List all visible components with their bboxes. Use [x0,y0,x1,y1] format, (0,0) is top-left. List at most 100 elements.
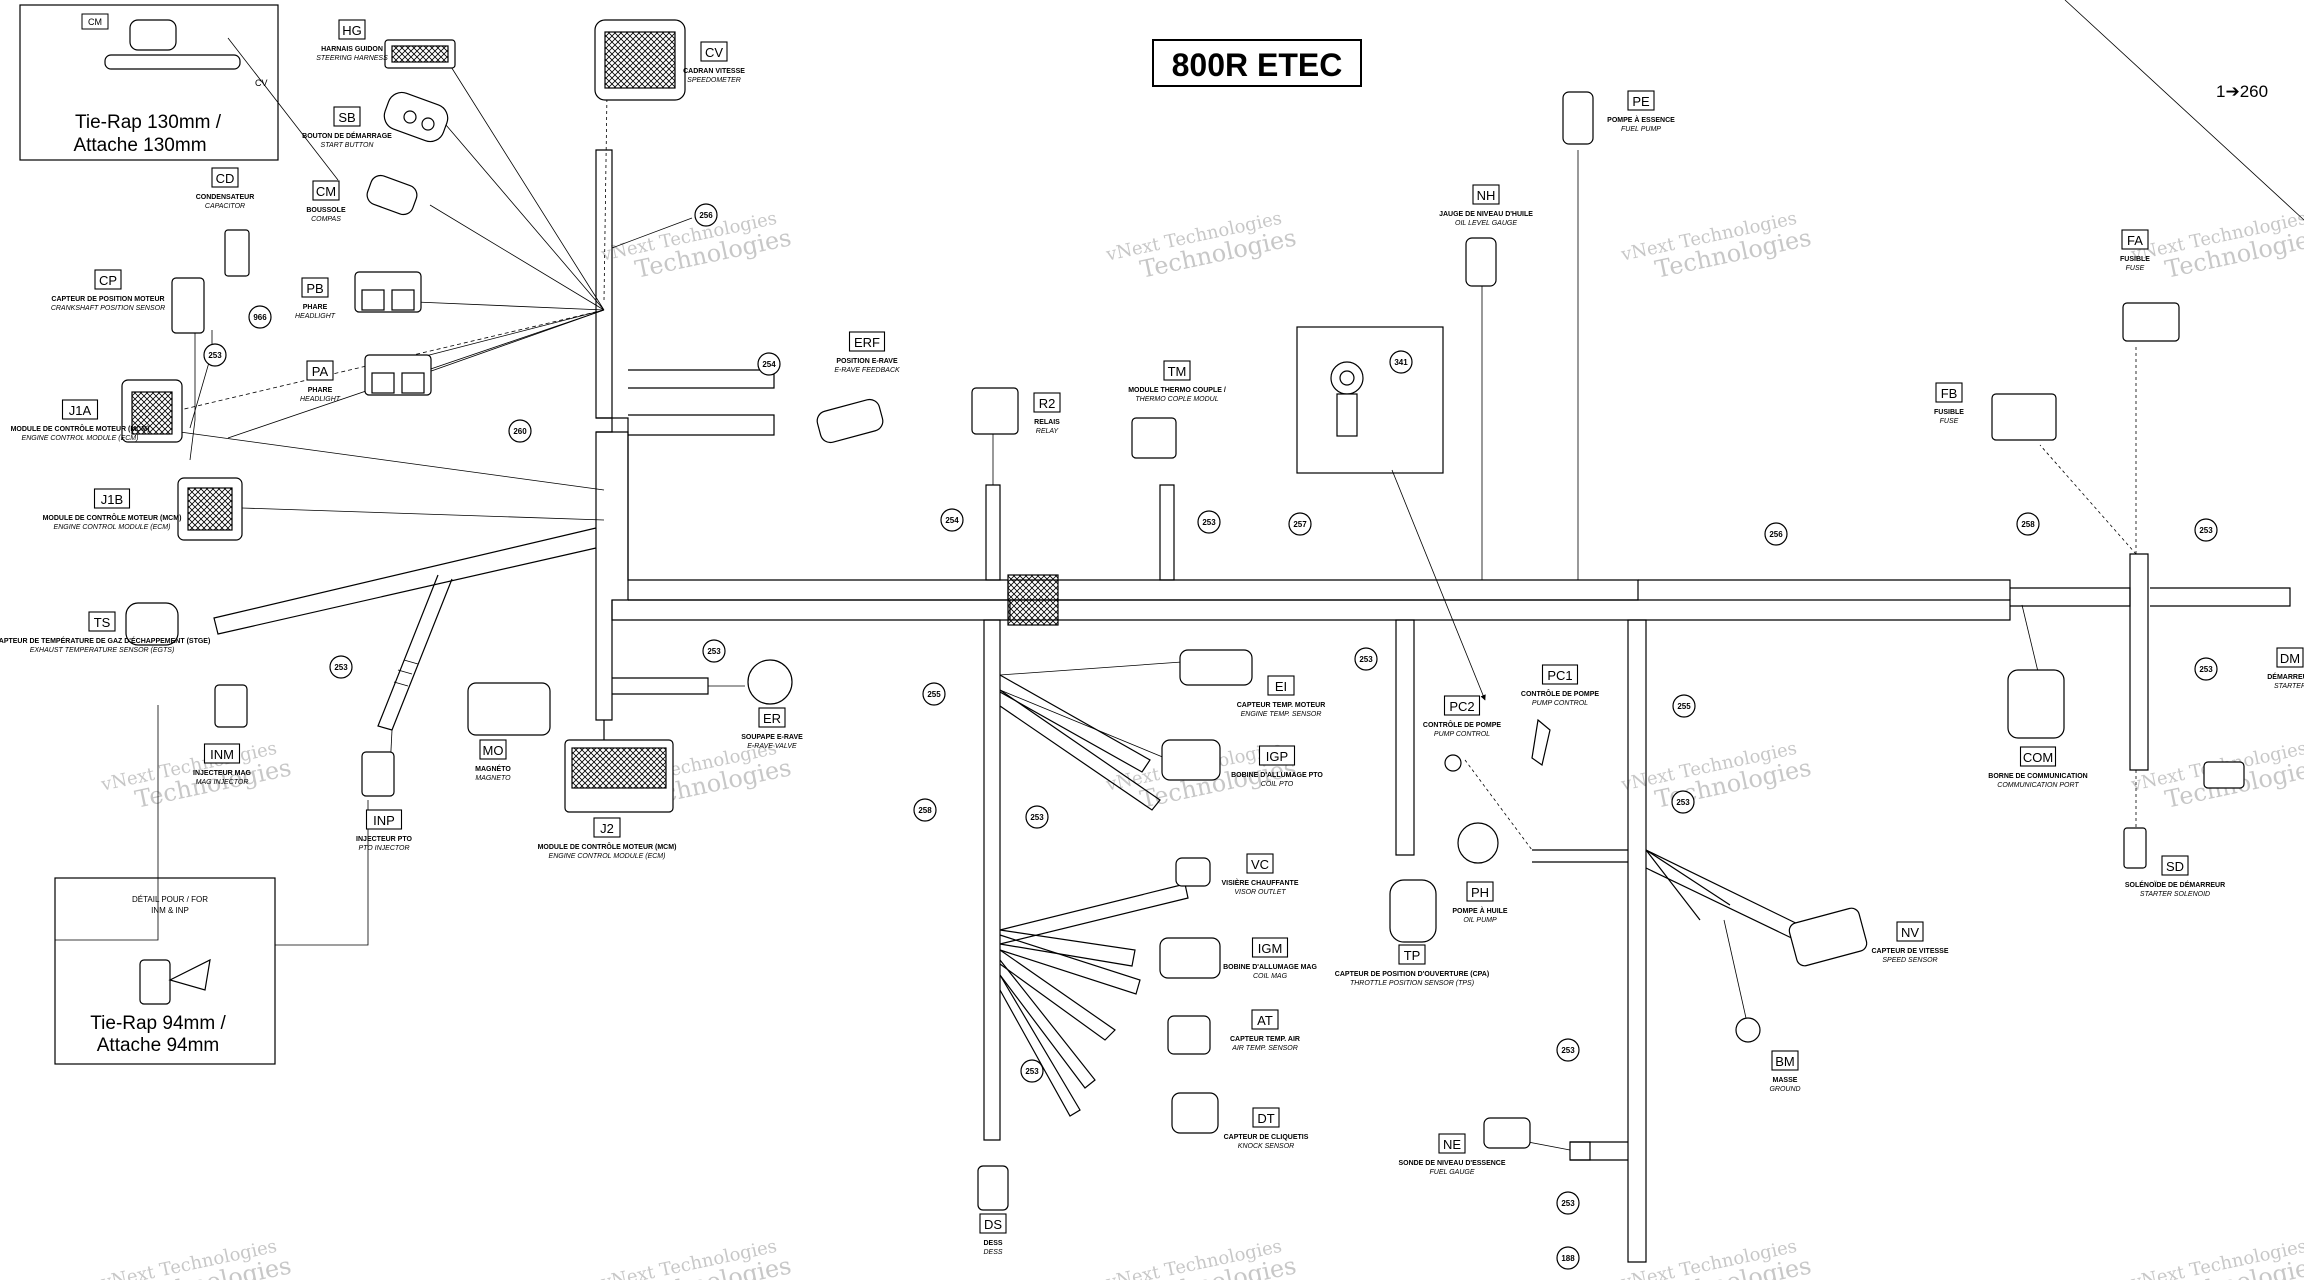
component-label-en: E-RAVE VALVE [747,743,797,750]
component-code: DS [984,1217,1002,1232]
callout-number: 253 [1561,1199,1575,1208]
component-label-fr: BOBINE D'ALLUMAGE MAG [1223,964,1317,971]
component-code: DM [2280,651,2300,666]
callout-255: 255 [922,682,946,706]
component-code: R2 [1039,396,1056,411]
component-label-en: ENGINE CONTROL MODULE (ECM) [54,524,171,531]
callout-256: 256 [694,203,718,227]
component-code: PB [306,281,323,296]
component-code: INM [210,747,234,762]
callout-circle [1671,790,1695,814]
callout-circle [1389,350,1413,374]
callout-circle [2194,518,2218,542]
component-label-fr: MAGNÉTO [475,764,511,773]
component-code: IGM [1258,941,1283,956]
component-label-fr: MODULE THERMO COUPLE / [1128,387,1226,394]
component-label-en: OIL PUMP [1463,917,1497,924]
component-code-box [1541,664,1579,685]
component-label-en: KNOCK SENSOR [1238,1143,1294,1150]
component-label-en: AIR TEMP. SENSOR [1231,1045,1298,1052]
component-code: SB [338,110,355,125]
page-title: 800R ETEC [1172,47,1343,83]
component-code-box [1472,184,1500,205]
component-label-en: PTO INJECTOR [358,845,409,852]
component-code-box [1251,1009,1279,1030]
component-label-fr: PHARE [303,304,328,311]
callout-number: 255 [927,690,941,699]
callout-number: 260 [513,427,527,436]
callout-253: 253 [1556,1191,1580,1215]
component-code: IGP [1266,749,1288,764]
callout-253: 253 [1025,805,1049,829]
component-code: CP [99,273,117,288]
component-label-fr: FUSIBLE [2120,256,2150,263]
component-label-fr: BORNE DE COMMUNICATION [1988,773,2087,780]
callout-circle [913,798,937,822]
component-label-en: FUSE [1940,418,1959,425]
component-label-fr: MODULE DE CONTRÔLE MOTEUR (MCM) [11,424,150,433]
component-label-en: CRANKSHAFT POSITION SENSOR [51,305,165,312]
callout-188: 188 [1556,1246,1580,1270]
callout-number: 253 [2199,665,2213,674]
page-ref: 1➔260 [2216,82,2268,101]
callout-circle [757,352,781,376]
component-code: TS [94,615,111,630]
component-code-box [1251,937,1289,958]
callout-253: 253 [2194,518,2218,542]
detail-cm-label-2: Attache 130mm [73,135,206,156]
callout-number: 257 [1293,520,1307,529]
callout-circle [2016,512,2040,536]
callout-number: 258 [918,806,932,815]
component-code-box [1466,881,1494,902]
callout-255: 255 [1672,694,1696,718]
component-code-box [1627,90,1655,111]
callout-circle [1556,1038,1580,1062]
component-code-box [1163,360,1191,381]
callout-circle [1556,1246,1580,1270]
component-label-en: MAG INJECTOR [196,779,249,786]
component-code: COM [2023,750,2053,765]
callout-circle [1020,1059,1044,1083]
connector-shapes [104,19,2245,1211]
component-code-box [979,1213,1007,1234]
callout-number: 253 [2199,526,2213,535]
component-code-box [1258,745,1296,766]
component-label-fr: BOBINE D'ALLUMAGE PTO [1231,772,1323,779]
callout-number: 253 [1030,813,1044,822]
callout-253: 253 [1556,1038,1580,1062]
callout-341: 341 [1389,350,1413,374]
component-dm: DMDÉMARREURSTARTER [2267,647,2304,690]
component-code-box [312,180,340,201]
component-code-box [1246,853,1274,874]
component-code: CD [216,171,235,186]
callout-253: 253 [702,639,726,663]
component-label-en: THERMO COPLE MODUL [1135,396,1218,403]
callout-number: 341 [1394,358,1408,367]
component-label-fr: VISIÈRE CHAUFFANTE [1221,878,1298,887]
detail-inm-caption-2: INM & INP [151,906,189,915]
component-label-fr: PHARE [308,387,333,394]
component-label-en: START BUTTON [321,142,375,149]
component-code-box [2161,855,2189,876]
component-label-fr: POMPE À HUILE [1452,906,1508,915]
callout-number: 253 [1561,1046,1575,1055]
component-code: ER [763,711,781,726]
component-code: FA [2127,233,2143,248]
